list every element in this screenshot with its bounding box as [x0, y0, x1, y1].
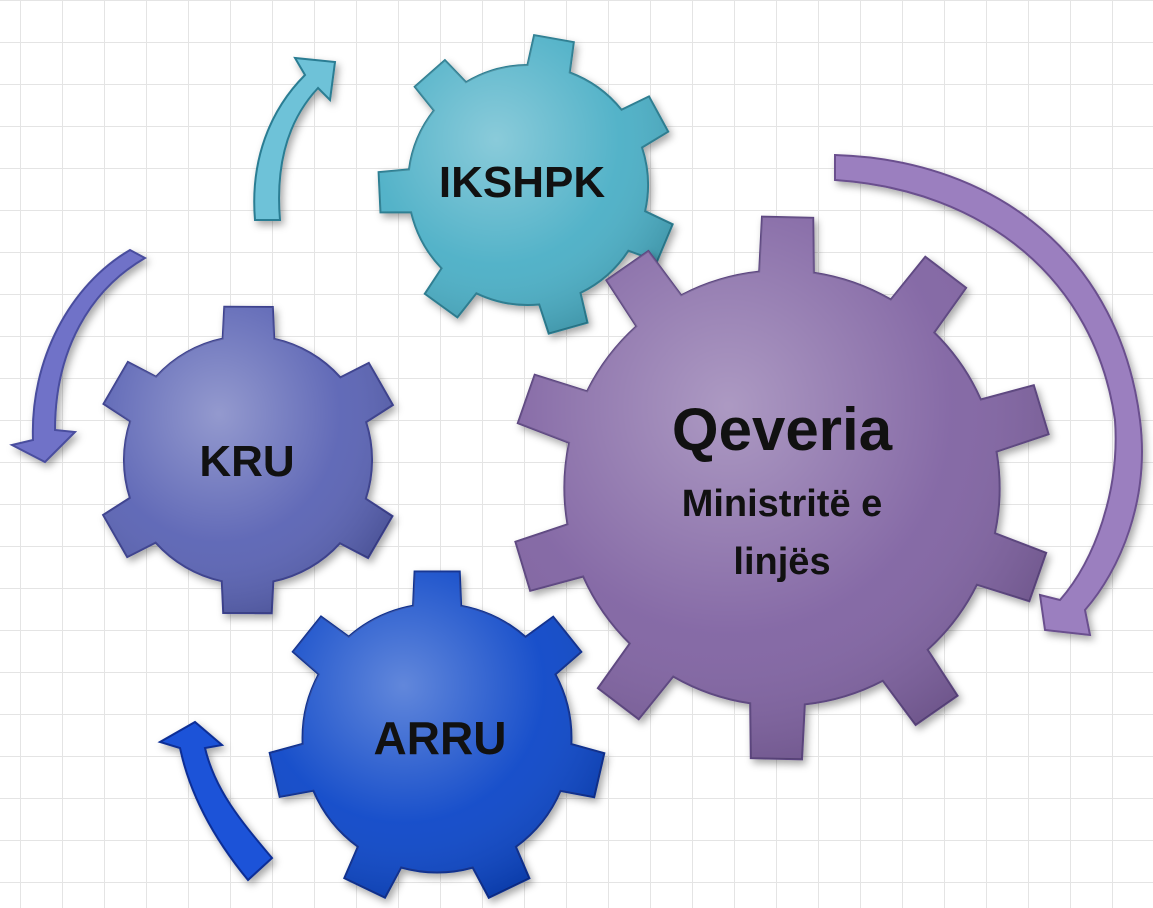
qeveria-subtitle-line1: Ministritë e: [682, 483, 883, 525]
arrow-arru-up: [157, 720, 274, 882]
ikshpk-label: IKSHPK: [439, 158, 605, 207]
arru-label: ARRU: [374, 712, 507, 764]
arrow-qeveria-cycle: [834, 153, 1143, 637]
gear-arru: ARRU: [268, 570, 606, 900]
arrow-kru-to-ikshpk: [253, 56, 337, 221]
gear-ikshpk: IKSHPK: [377, 33, 674, 335]
qeveria-title: Qeveria: [672, 396, 893, 463]
kru-label: KRU: [199, 437, 294, 486]
qeveria-subtitle-line2: linjës: [733, 541, 830, 583]
gear-kru: KRU: [101, 305, 395, 615]
arrow-to-kru: [9, 248, 148, 464]
gear-qeveria: Qeveria Ministritë e linjës: [514, 215, 1050, 761]
